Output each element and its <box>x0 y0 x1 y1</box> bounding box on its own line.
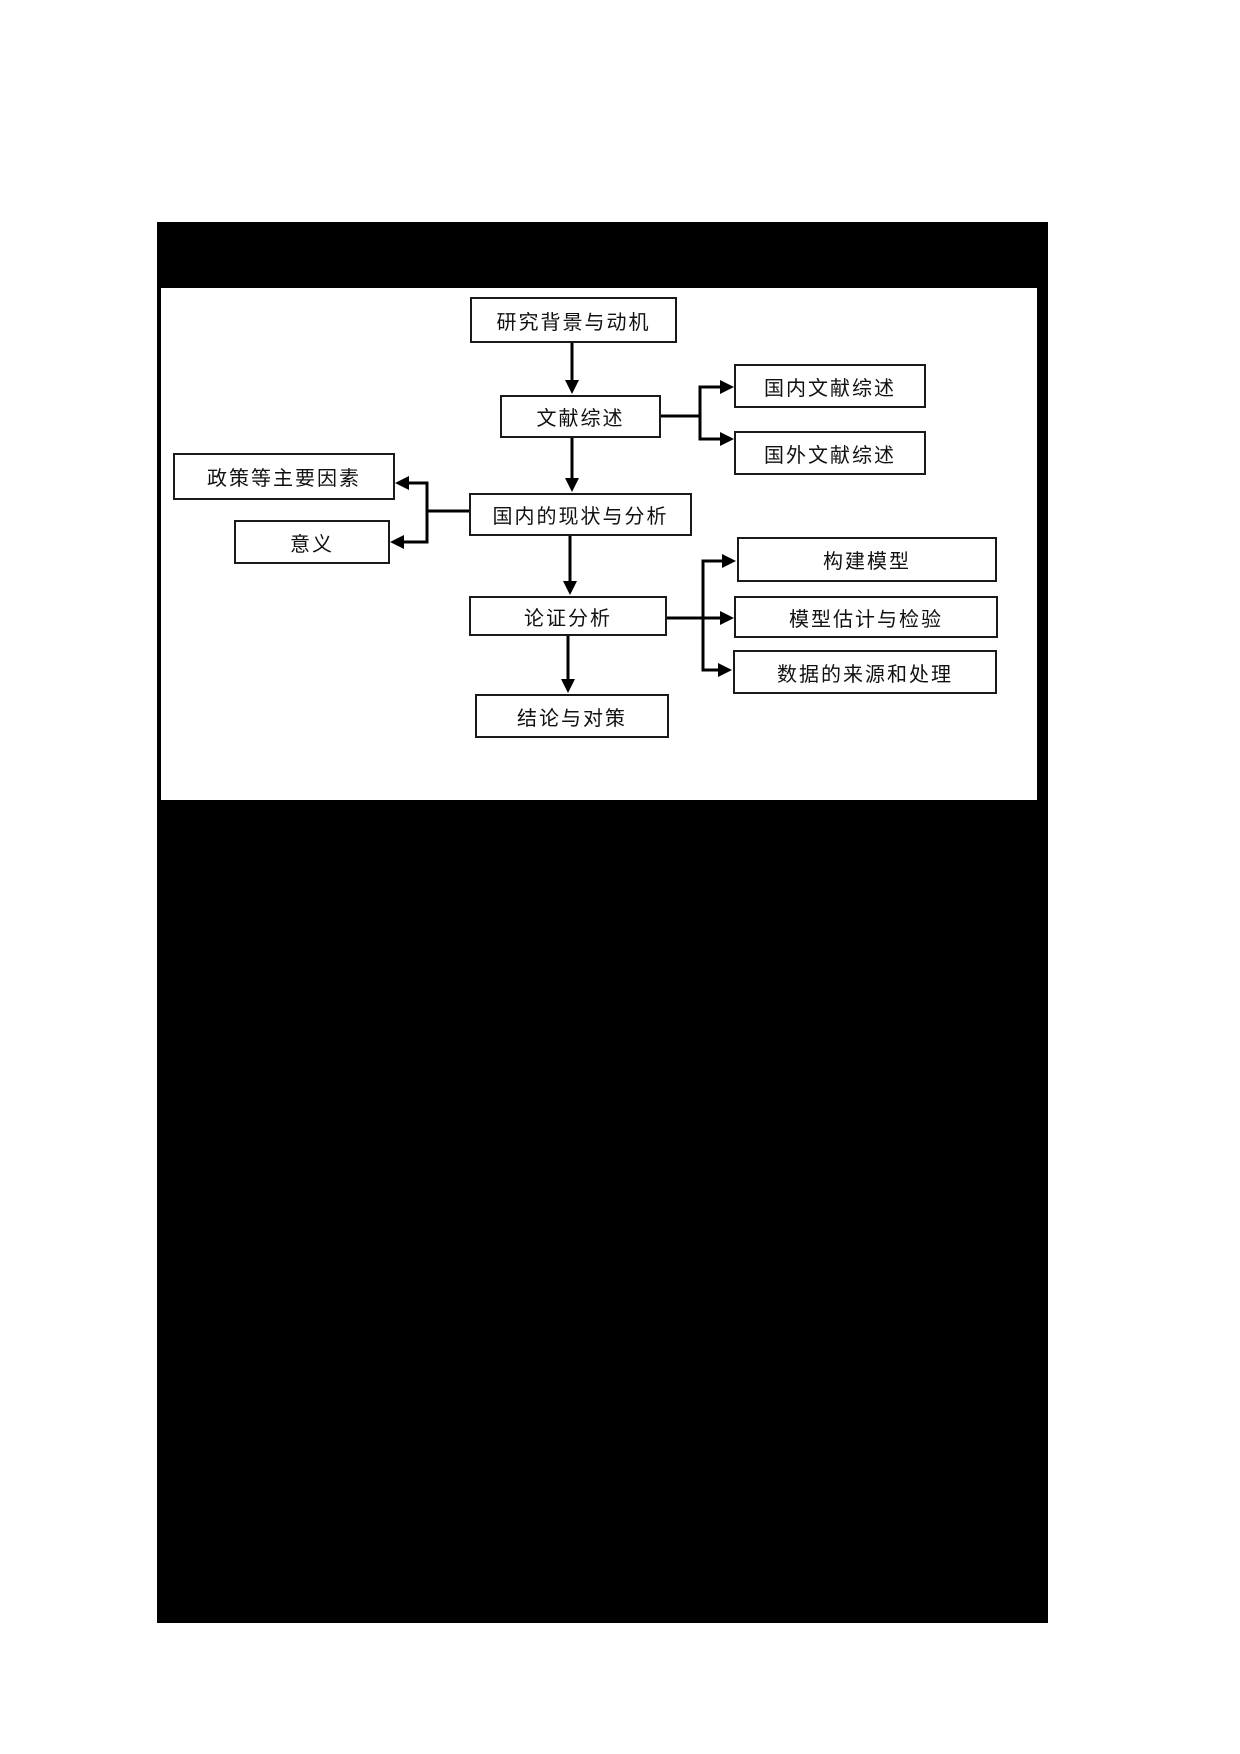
edge-argument-to-buildmodel <box>703 554 736 568</box>
flow-node-research-background: 研究背景与动机 <box>470 297 677 343</box>
edge-status-to-policy <box>395 476 427 490</box>
edge-argument-to-estimation <box>720 611 734 625</box>
flow-node-label: 构建模型 <box>823 551 911 573</box>
flow-node-foreign-literature-review: 国外文献综述 <box>734 431 926 475</box>
edge-litreview-to-foreign <box>700 432 734 446</box>
flow-node-label: 政策等主要因素 <box>207 468 361 490</box>
flow-node-label: 意义 <box>290 533 334 556</box>
flow-node-label: 国内的现状与分析 <box>492 506 669 528</box>
flow-node-data-source-processing: 数据的来源和处理 <box>733 650 997 694</box>
flow-node-label: 论证分析 <box>524 607 612 630</box>
flow-node-label: 国内文献综述 <box>764 377 896 400</box>
flow-node-label: 结论与对策 <box>517 707 627 730</box>
edge-argument-branch <box>665 559 722 672</box>
flow-node-conclusion-countermeasures: 结论与对策 <box>475 694 669 738</box>
flow-node-model-estimation-testing: 模型估计与检验 <box>734 596 998 638</box>
edge-status-branch <box>425 481 471 544</box>
edge-status-to-significance <box>390 535 427 549</box>
edge-litreview-branch <box>659 385 702 441</box>
redacted-block: 研究背景与动机 文献综述 国内文献综述 国外文献综述 政策等主要因素 意义 国内… <box>157 222 1048 1623</box>
flow-node-domestic-status-analysis: 国内的现状与分析 <box>469 493 692 536</box>
flow-node-label: 数据的来源和处理 <box>777 663 953 686</box>
edge-argument-to-datasource <box>703 663 732 677</box>
flow-node-literature-review: 文献综述 <box>500 395 661 438</box>
edge-litreview-to-domestic <box>700 380 734 394</box>
flow-node-policy-main-factors: 政策等主要因素 <box>173 453 395 500</box>
flow-node-build-model: 构建模型 <box>737 537 997 582</box>
flow-node-label: 国外文献综述 <box>764 444 896 467</box>
edge-argument-to-conclusion <box>561 636 575 693</box>
edge-status-to-argument <box>563 536 577 595</box>
flow-node-label: 文献综述 <box>536 408 625 430</box>
edge-research-to-litreview <box>565 343 579 394</box>
edge-litreview-to-status <box>565 438 579 492</box>
flowchart-panel: 研究背景与动机 文献综述 国内文献综述 国外文献综述 政策等主要因素 意义 国内… <box>161 288 1037 800</box>
flow-node-label: 研究背景与动机 <box>496 311 651 334</box>
flow-node-domestic-literature-review: 国内文献综述 <box>734 364 926 408</box>
flow-node-significance: 意义 <box>234 520 390 564</box>
flowchart-connectors <box>390 343 736 693</box>
flow-node-label: 模型估计与检验 <box>789 608 943 631</box>
flow-node-argument-analysis: 论证分析 <box>469 596 667 636</box>
